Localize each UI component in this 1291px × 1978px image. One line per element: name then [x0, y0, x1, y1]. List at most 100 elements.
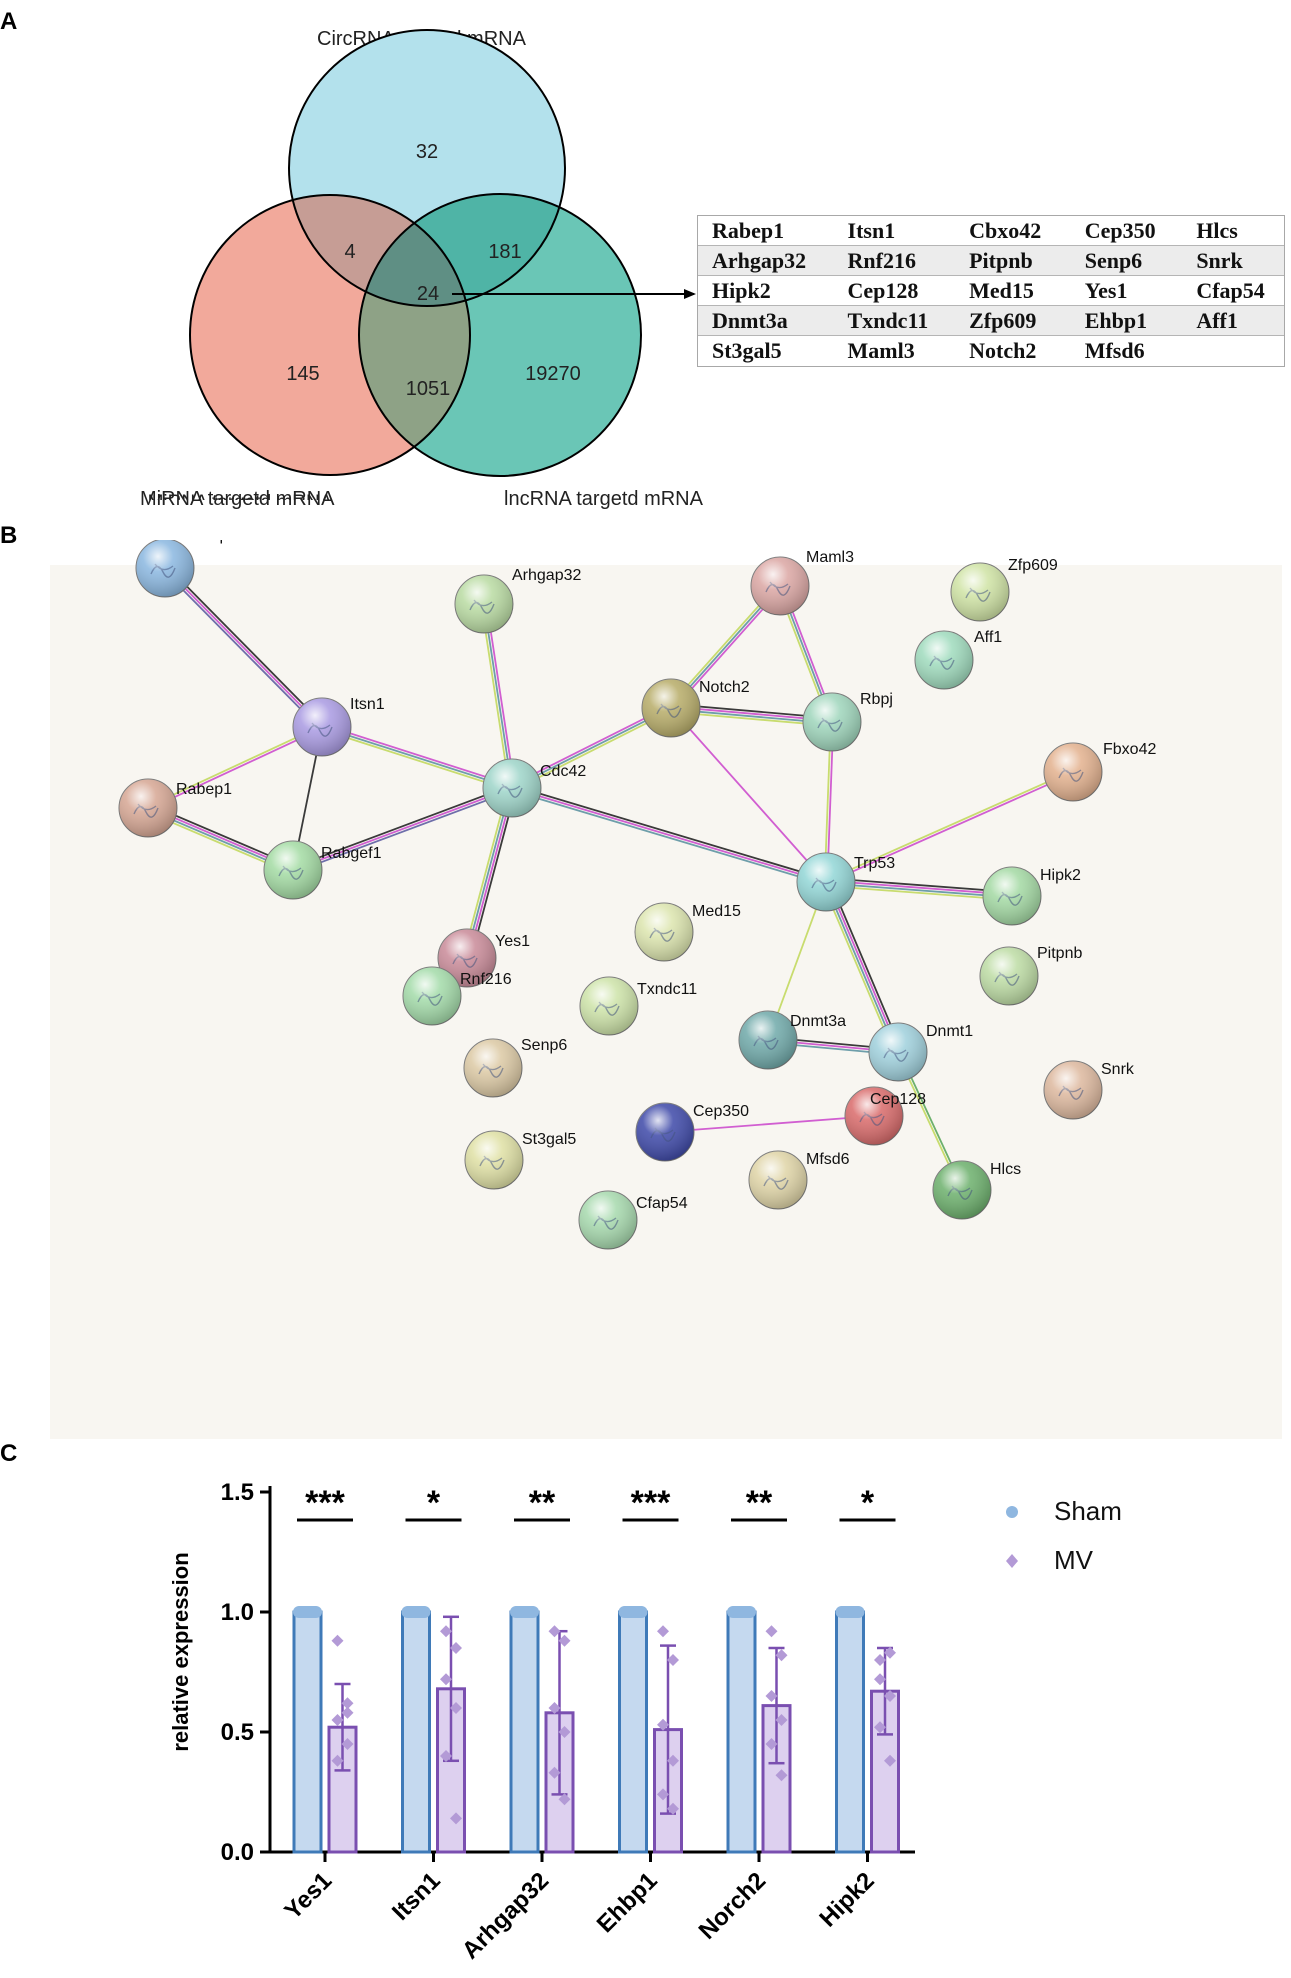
- gene-cell: Snrk: [1196, 248, 1243, 273]
- gene-cell: Hipk2: [712, 278, 771, 303]
- y-tick-label: 0.0: [221, 1839, 254, 1866]
- node-aff1[interactable]: Aff1: [914, 629, 1002, 690]
- legend-label: MV: [1054, 1545, 1094, 1575]
- node-rbpj[interactable]: Rbpj: [802, 691, 893, 752]
- mv-point: [884, 1646, 896, 1659]
- gene-table-row: Hipk2 Cep128 Med15 Yes1 Cfap54: [698, 276, 1284, 306]
- edge-line: [147, 725, 322, 808]
- node-label: Cep128: [870, 1091, 926, 1108]
- node-pitpnb[interactable]: Pitpnb: [979, 945, 1082, 1006]
- legend-mv: MV: [1006, 1545, 1094, 1575]
- node-label: Dnmt3a: [790, 1013, 846, 1030]
- mv-point: [548, 1702, 561, 1714]
- node-cep128[interactable]: Cep128: [844, 1086, 926, 1146]
- node-cep350[interactable]: Cep350: [635, 1102, 749, 1162]
- mv-point: [450, 1642, 462, 1654]
- node-rnf216[interactable]: Rnf216: [402, 966, 512, 1026]
- venn-count-circ-only: 32: [416, 141, 438, 163]
- mv-point: [775, 1769, 788, 1782]
- node-dnmt1[interactable]: Dnmt1: [868, 1022, 973, 1082]
- significance-stars: *: [427, 1484, 441, 1522]
- node-gloss: [580, 977, 638, 1035]
- node-st3gal5[interactable]: St3gal5: [464, 1130, 576, 1190]
- venn-count-all: 24: [417, 283, 439, 305]
- mv-point: [548, 1625, 561, 1638]
- node-ehbp1[interactable]: Ehbp1: [135, 540, 237, 598]
- mv-point: [765, 1738, 778, 1750]
- edge-line: [322, 723, 514, 787]
- node-label: Txndc11: [637, 981, 697, 998]
- node-cdc42[interactable]: Cdc42: [482, 758, 586, 818]
- venn-count-lnc-only: 19270: [525, 363, 581, 385]
- node-dnmt3a[interactable]: Dnmt3a: [738, 1010, 846, 1070]
- node-senp6[interactable]: Senp6: [463, 1037, 567, 1098]
- edge-line: [825, 882, 1012, 899]
- node-label: Rabep1: [176, 781, 232, 798]
- edge-line: [321, 726, 513, 789]
- node-gloss: [951, 563, 1009, 621]
- mv-point: [548, 1766, 561, 1779]
- node-gloss: [1044, 743, 1102, 801]
- node-label: Rbpj: [860, 691, 893, 708]
- mv-point: [765, 1690, 778, 1702]
- mv-point: [884, 1754, 896, 1767]
- gene-cell: Zfp609: [969, 308, 1037, 333]
- y-tick-label: 1.0: [221, 1599, 254, 1626]
- node-gloss: [264, 841, 322, 899]
- node-hlcs[interactable]: Hlcs: [932, 1160, 1021, 1220]
- node-zfp609[interactable]: Zfp609: [950, 557, 1058, 622]
- node-rabep1[interactable]: Rabep1: [118, 778, 232, 838]
- node-label: Fbxo42: [1103, 741, 1156, 758]
- edge-line: [828, 880, 903, 1051]
- node-label: Mfsd6: [806, 1151, 850, 1168]
- mv-point: [331, 1634, 344, 1647]
- node-mfsd6[interactable]: Mfsd6: [748, 1150, 850, 1210]
- node-fbxo42[interactable]: Fbxo42: [1043, 741, 1156, 802]
- node-snrk[interactable]: Snrk: [1043, 1060, 1135, 1120]
- gene-cell: Mfsd6: [1084, 338, 1145, 363]
- node-gloss: [739, 1011, 797, 1069]
- node-gloss: [483, 759, 541, 817]
- mv-point: [450, 1812, 462, 1825]
- edge-line: [320, 728, 512, 792]
- node-trp53[interactable]: Trp53: [796, 852, 895, 912]
- gene-cell: Notch2: [969, 338, 1037, 363]
- bar-sham: [726, 1610, 757, 1854]
- bar-sham: [292, 1610, 323, 1854]
- node-maml3[interactable]: Maml3: [750, 549, 854, 616]
- node-itsn1[interactable]: Itsn1: [292, 696, 385, 757]
- node-med15[interactable]: Med15: [634, 902, 741, 962]
- mv-point: [657, 1625, 669, 1638]
- edge-notch2-trp53: [670, 707, 827, 883]
- node-label: Zfp609: [1008, 557, 1058, 574]
- edge-line: [826, 772, 1074, 885]
- node-notch2[interactable]: Notch2: [641, 678, 750, 738]
- node-gloss: [293, 698, 351, 756]
- venn-outline-circrna: [288, 29, 566, 307]
- node-gloss: [403, 967, 461, 1025]
- edge-rabgef1-cdc42: [291, 784, 514, 874]
- node-arhgap32[interactable]: Arhgap32: [454, 567, 581, 634]
- node-rabgef1[interactable]: Rabgef1: [263, 840, 382, 900]
- gene-table-row: Dnmt3a Txndc11 Zfp609 Ehbp1 Aff1: [698, 306, 1284, 336]
- node-gloss: [983, 867, 1041, 925]
- venn-label-mirna-text: MiRNA targetd mRNA: [140, 488, 335, 510]
- node-yes1[interactable]: Yes1: [437, 928, 530, 988]
- chart-marks: ************: [292, 1484, 900, 1854]
- node-cfap54[interactable]: Cfap54: [578, 1190, 688, 1250]
- mv-point: [440, 1625, 452, 1638]
- node-gloss: [579, 1191, 637, 1249]
- gene-cell: Maml3: [847, 338, 915, 363]
- gene-cell: Rnf216: [847, 248, 916, 273]
- edge-itsn1-cdc42: [320, 723, 514, 792]
- node-txndc11[interactable]: Txndc11: [579, 976, 697, 1036]
- gene-cell: Cfap54: [1196, 278, 1265, 303]
- node-hipk2[interactable]: Hipk2: [982, 866, 1081, 926]
- venn-count-circ-mi: 4: [344, 241, 355, 263]
- sham-points: [510, 1606, 539, 1618]
- node-label: Med15: [692, 903, 741, 920]
- gene-table-row: Rabep1 Itsn1 Cbxo42 Cep350 Hlcs: [698, 216, 1284, 246]
- edge-line: [480, 604, 511, 789]
- node-gloss: [119, 779, 177, 837]
